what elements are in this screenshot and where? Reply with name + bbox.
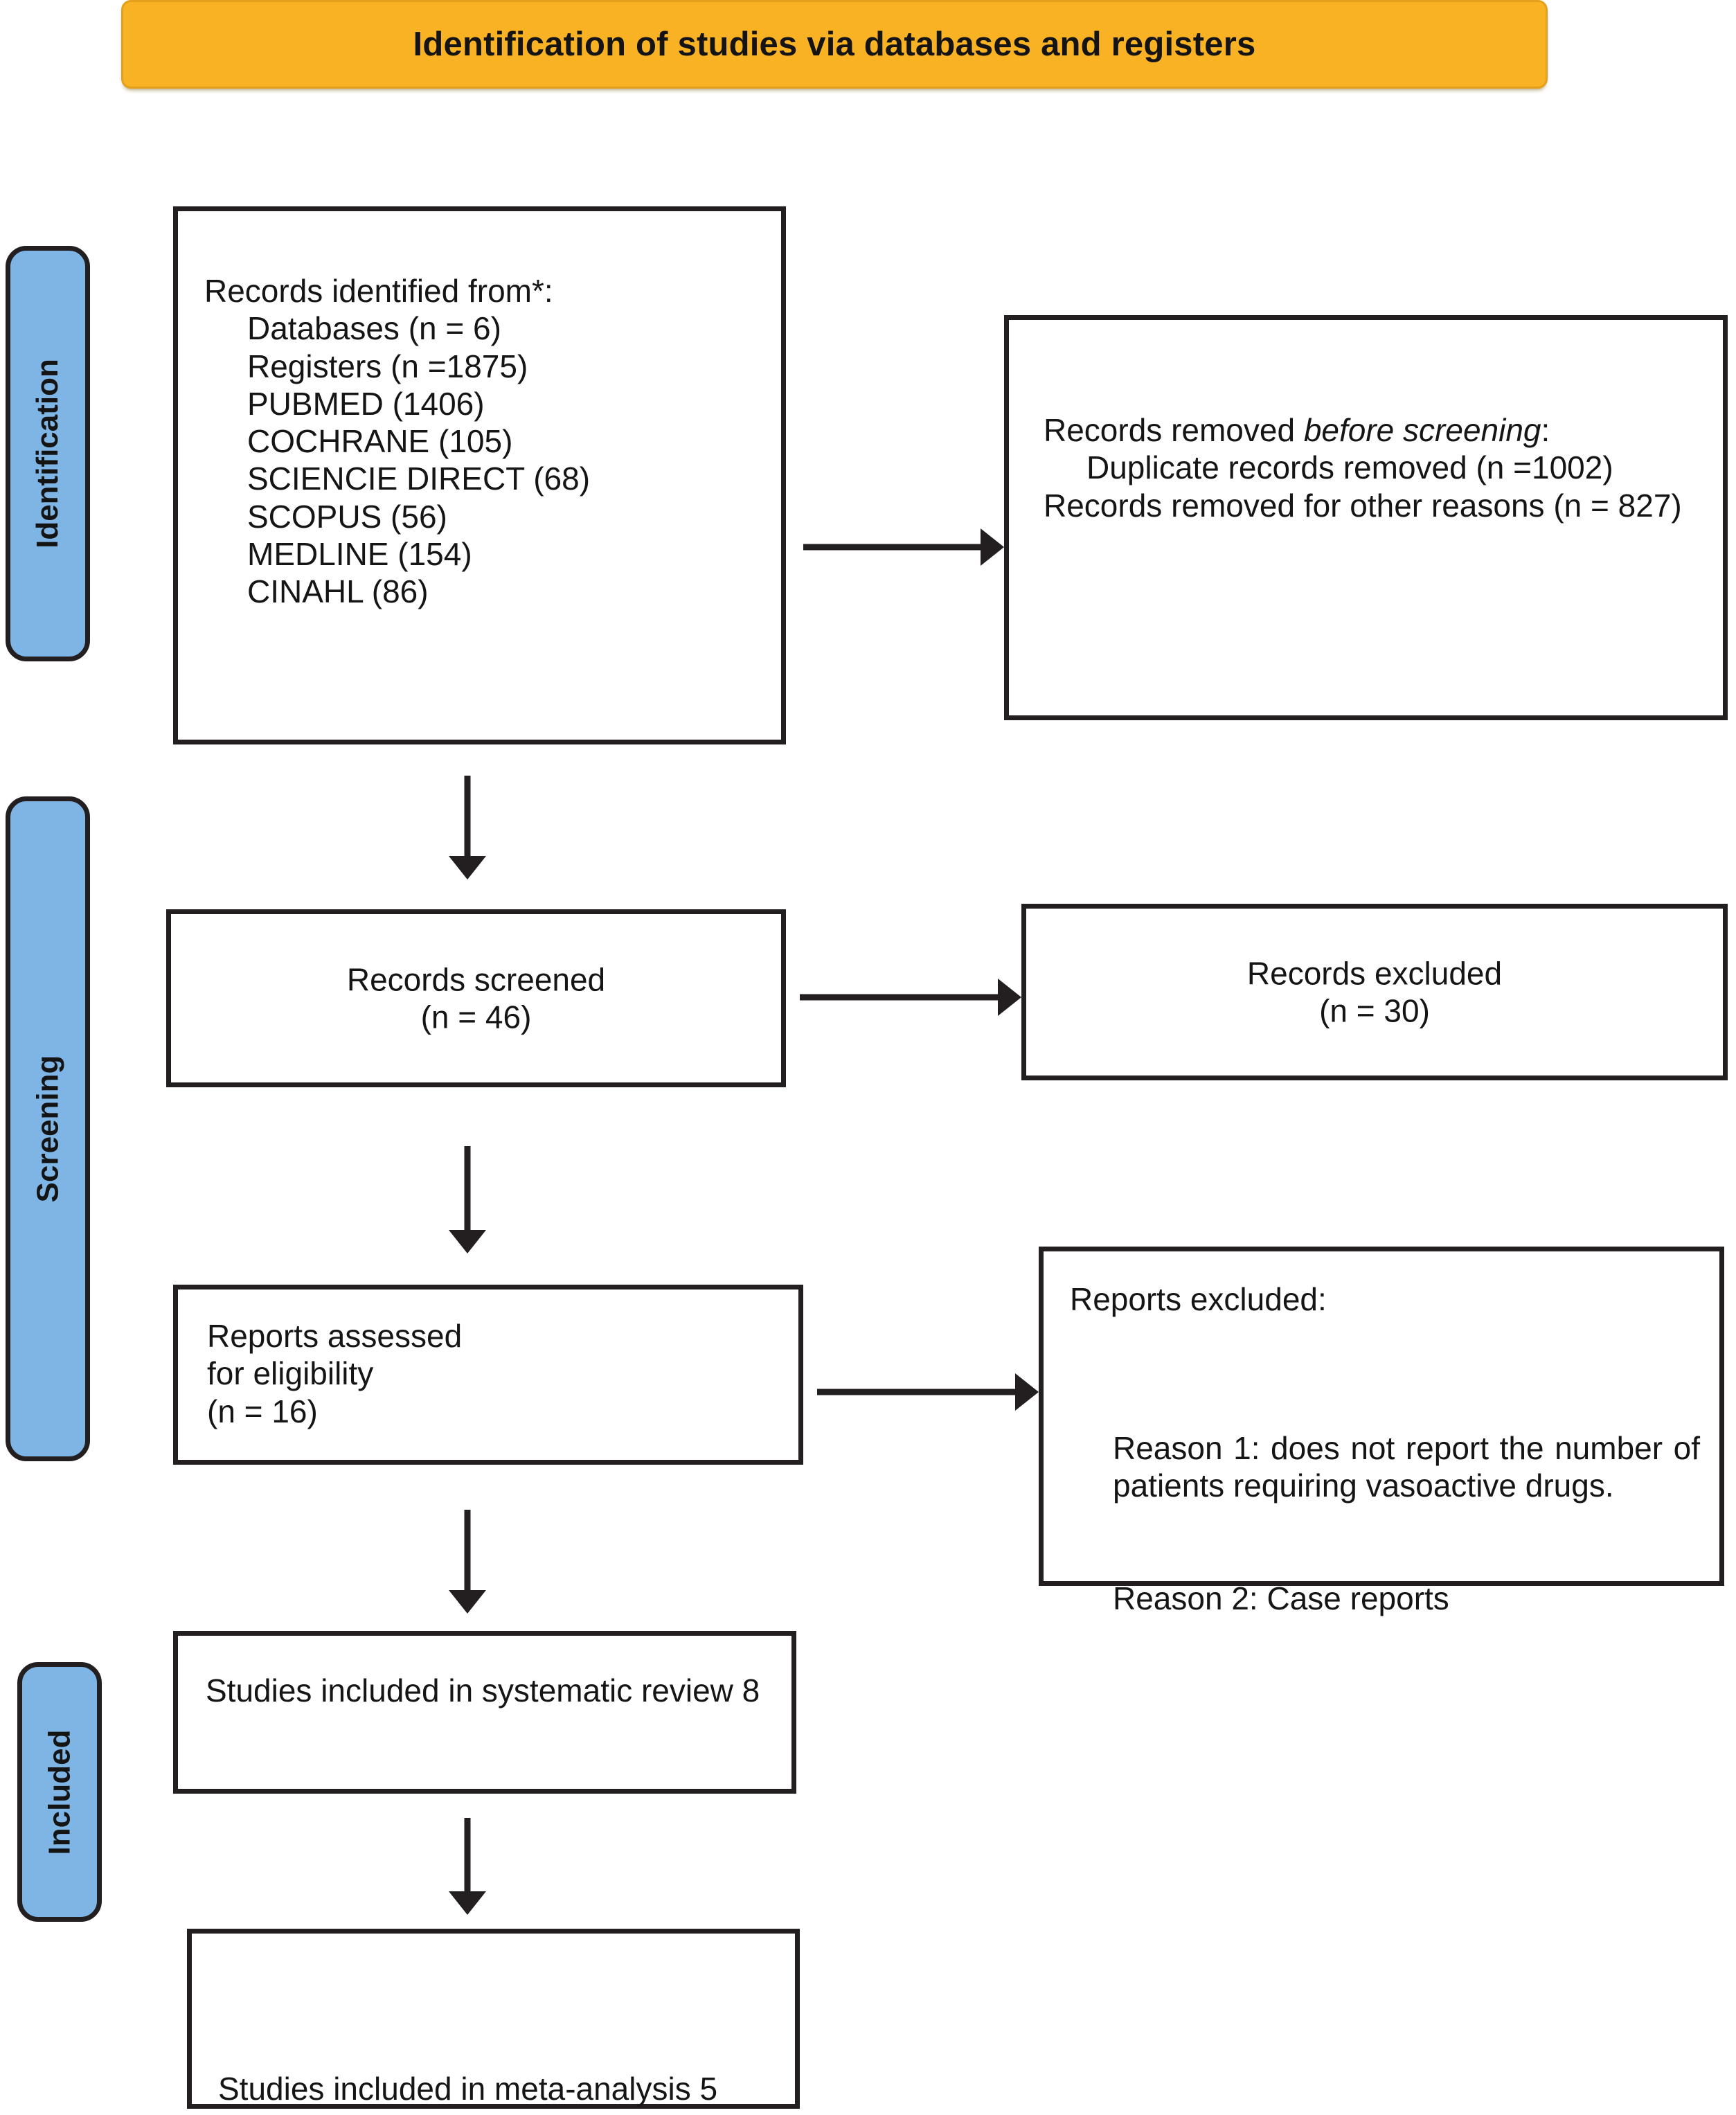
diagram-header-banner: Identification of studies via databases … — [121, 0, 1548, 89]
box-reports-assessed-eligibility: Reports assessed for eligibility (n = 16… — [173, 1285, 803, 1465]
phase-tab-included-label: Included — [42, 1729, 76, 1855]
records-removed-duplicates: Duplicate records removed (n =1002) — [1086, 449, 1613, 486]
records-removed-heading: Records removed before screening: — [1044, 412, 1550, 448]
arrow-screened-to-excluded-icon — [800, 973, 1021, 1021]
reports-eligibility-count: (n = 16) — [207, 1393, 318, 1429]
box-studies-included-meta-analysis: Studies included in meta-analysis 5 — [187, 1929, 800, 2109]
records-identified-line-scopus: SCOPUS (56) — [247, 498, 447, 535]
records-identified-line-databases: Databases (n = 6) — [247, 310, 501, 347]
arrow-screened-to-eligibility-icon — [443, 1146, 492, 1253]
records-identified-heading: Records identified from*: — [204, 273, 553, 309]
box-records-identified: Records identified from*: Databases (n =… — [173, 206, 786, 744]
records-identified-line-sciencedirect: SCIENCIE DIRECT (68) — [247, 461, 591, 497]
box-records-removed-before-screening: Records removed before screening: Duplic… — [1004, 315, 1728, 720]
reports-excluded-heading: Reports excluded: — [1070, 1281, 1327, 1317]
arrow-eligibility-to-systematic-icon — [443, 1510, 492, 1614]
reports-excluded-reason-2: Reason 2: Case reports — [1113, 1580, 1449, 1616]
box-reports-excluded: Reports excluded: Reason 1: does not rep… — [1039, 1247, 1724, 1616]
phase-tab-screening-label: Screening — [30, 1055, 64, 1203]
records-identified-line-medline: MEDLINE (154) — [247, 535, 472, 572]
studies-systematic-review-text: Studies included in systematic review 8 — [206, 1672, 760, 1708]
arrow-identified-to-removed-icon — [803, 523, 1004, 571]
phase-tab-identification-label: Identification — [30, 359, 64, 548]
banner-title: Identification of studies via databases … — [413, 25, 1256, 63]
arrow-identified-to-screened-icon — [443, 776, 492, 880]
box-records-excluded: Records excluded (n = 30) — [1021, 904, 1728, 1080]
box-studies-included-systematic-review: Studies included in systematic review 8 — [173, 1631, 796, 1794]
box-records-screened: Records screened (n = 46) — [166, 909, 786, 1087]
phase-tab-identification: Identification — [6, 246, 90, 661]
records-identified-line-cochrane: COCHRANE (105) — [247, 423, 513, 460]
reports-eligibility-label: Reports assessed for eligibility — [207, 1318, 471, 1392]
reports-excluded-reason-1: Reason 1: does not report the number of … — [1113, 1429, 1709, 1504]
arrow-eligibility-to-reports-excluded-icon — [817, 1368, 1039, 1416]
records-identified-line-registers: Registers (n =1875) — [247, 348, 528, 384]
records-identified-line-pubmed: PUBMED (1406) — [247, 385, 485, 422]
studies-meta-analysis-text: Studies included in meta-analysis 5 — [218, 2070, 718, 2107]
arrow-systematic-to-meta-icon — [443, 1818, 492, 1915]
records-screened-label: Records screened — [346, 961, 606, 998]
records-excluded-label: Records excluded — [1246, 955, 1503, 992]
records-identified-line-cinahl: CINAHL (86) — [247, 573, 429, 610]
phase-tab-included: Included — [17, 1662, 102, 1922]
records-excluded-count: (n = 30) — [1319, 992, 1430, 1029]
records-screened-count: (n = 46) — [420, 999, 532, 1035]
phase-tab-screening: Screening — [6, 796, 90, 1461]
records-removed-other-reasons: Records removed for other reasons (n = 8… — [1044, 487, 1682, 524]
